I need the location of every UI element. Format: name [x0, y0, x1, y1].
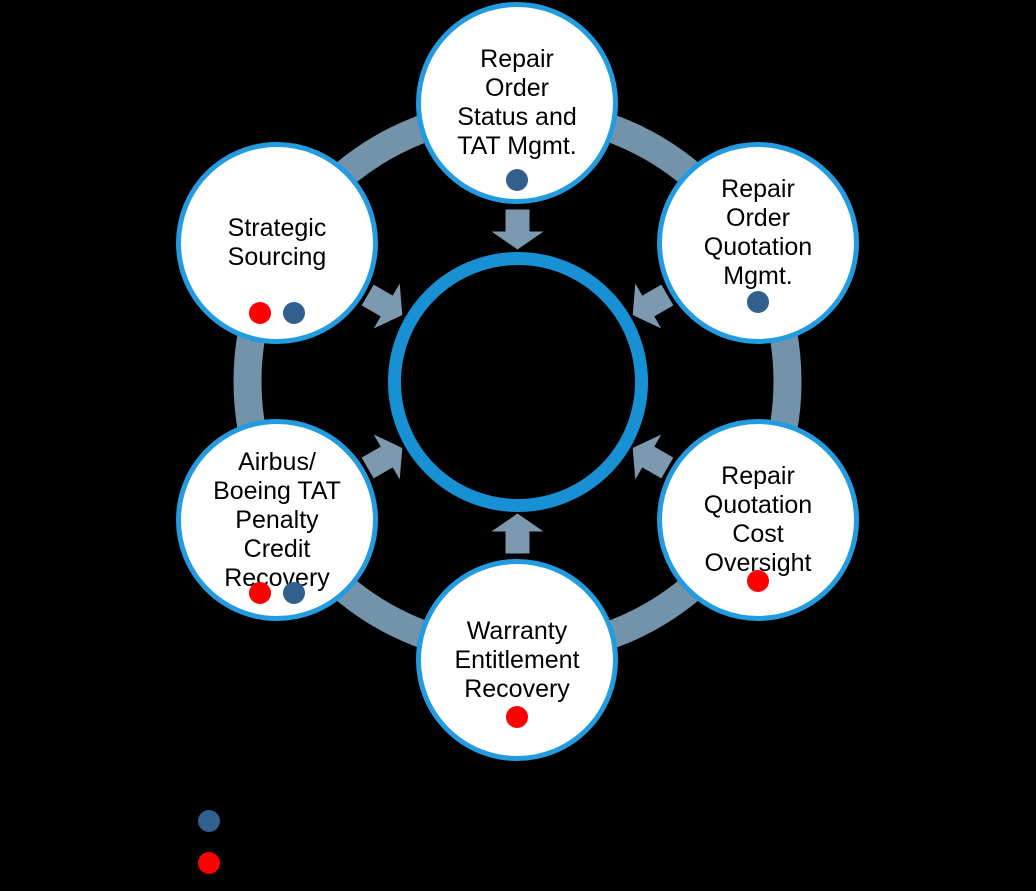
inward-arrow-upper-left — [361, 283, 403, 329]
red-dot — [506, 706, 528, 728]
blue-dot — [747, 291, 769, 313]
node-label: Repair Quotation Cost Oversight — [703, 462, 813, 577]
node-label: Repair Order Quotation Mgmt. — [703, 175, 813, 290]
priority-dots — [662, 291, 854, 313]
legend — [198, 810, 220, 874]
node-label: Airbus/ Boeing TAT Penalty Credit Recove… — [213, 447, 341, 592]
red-dot — [198, 852, 220, 874]
node-label: Strategic Sourcing — [227, 214, 327, 271]
inward-arrow-upper-right — [632, 283, 674, 329]
node-airbus-boeing-tat-penalty: Airbus/ Boeing TAT Penalty Credit Recove… — [176, 419, 378, 621]
red-dot — [249, 302, 271, 324]
node-repair-order-quotation: Repair Order Quotation Mgmt. — [657, 142, 859, 344]
blue-dot — [198, 810, 220, 832]
blue-dot — [283, 582, 305, 604]
node-warranty-entitlement: Warranty Entitlement Recovery — [416, 559, 618, 761]
inward-arrow-lower-right — [632, 434, 674, 480]
node-strategic-sourcing: Strategic Sourcing — [176, 142, 378, 344]
node-label: Warranty Entitlement Recovery — [454, 616, 580, 703]
priority-dots — [181, 302, 373, 324]
priority-dots — [181, 582, 373, 604]
blue-dot — [283, 302, 305, 324]
red-dot — [249, 582, 271, 604]
priority-dots — [421, 706, 613, 728]
node-repair-quotation-cost: Repair Quotation Cost Oversight — [657, 419, 859, 621]
inward-arrow-bottom — [491, 513, 544, 554]
priority-dots — [662, 570, 854, 592]
node-repair-order-status: Repair Order Status and TAT Mgmt. — [416, 2, 618, 204]
blue-dot — [506, 169, 528, 191]
red-dot — [747, 570, 769, 592]
hub-circle — [388, 252, 648, 512]
inward-arrow-top — [491, 209, 544, 250]
node-label: Repair Order Status and TAT Mgmt. — [457, 45, 577, 160]
inward-arrow-lower-left — [361, 434, 403, 480]
priority-dots — [421, 169, 613, 191]
